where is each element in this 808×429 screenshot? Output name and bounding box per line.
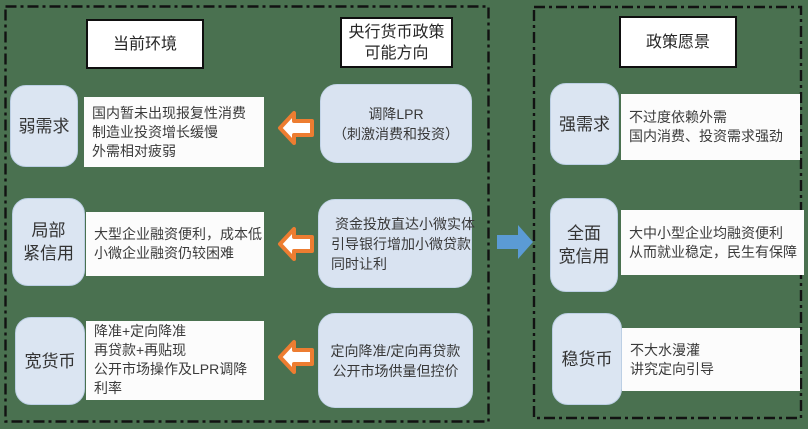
label-stable-money: 稳货币: [552, 313, 622, 405]
policy-vision-header: 政策愿景: [619, 16, 737, 68]
header-text-line: 央行货币政策: [348, 23, 445, 41]
label-strong-demand: 强需求: [550, 83, 619, 165]
label-text: 稳货币: [561, 349, 613, 369]
desc-line: 讲究定向引导: [630, 360, 714, 377]
label-text: 强需求: [559, 114, 610, 134]
desc-line: 国内暂未出现报复性消费: [92, 104, 246, 121]
desc-line: 不大水漫灌: [630, 341, 700, 358]
desc-line: 降准+定向降准: [94, 322, 187, 339]
policy-line: 资金投放直达小微实体: [335, 215, 475, 232]
label-text: 紧信用: [23, 244, 74, 263]
label-text: 全面: [567, 224, 601, 243]
arrow-left-icon: [278, 227, 314, 261]
policy-box-direct-funding: 资金投放直达小微实体 引导银行增加小微贷款 同时让利: [318, 199, 475, 288]
header-text-line: 可能方向: [364, 44, 429, 62]
label-loose-money: 宽货币: [15, 317, 85, 405]
label-broad-credit-easing: 全面 宽信用: [550, 198, 618, 292]
desc-weak-demand: 国内暂未出现报复性消费 制造业投资增长缓慢 外需相对疲弱: [84, 97, 264, 167]
desc-loose-money: 降准+定向降准 再贷款+再贴现 公开市场操作及LPR调降利率: [86, 321, 264, 400]
desc-line: 小微企业融资仍较困难: [94, 245, 234, 261]
desc-line: 大型企业融资便利，成本低: [94, 226, 262, 242]
desc-line: 公开市场操作及LPR调降利率: [94, 360, 248, 396]
left-panel-border: [4, 5, 490, 423]
flow-arrow-right-icon: [497, 225, 533, 259]
policy-box-targeted-tools: 定向降准/定向再贷款 公开市场供量但控价: [318, 313, 473, 408]
policy-line: 引导银行增加小微贷款: [331, 235, 471, 252]
current-environment-header: 当前环境: [86, 19, 204, 69]
arrow-left-icon: [278, 340, 314, 374]
desc-line: 国内消费、投资需求强劲: [629, 128, 783, 144]
desc-broad-credit-easing: 大中小型企业均融资便利 从而就业稳定，民生有保障: [621, 210, 804, 275]
desc-strong-demand: 不过度依赖外需 国内消费、投资需求强劲: [621, 94, 800, 160]
policy-line: 调降LPR: [368, 105, 424, 122]
header-text: 当前环境: [112, 35, 177, 53]
label-text: 局部: [31, 221, 66, 240]
desc-line: 从而就业稳定，民生有保障: [629, 243, 797, 260]
policy-line: （刺激消费和投资）: [333, 125, 459, 142]
policy-line: 同时让利: [331, 255, 387, 272]
arrow-left-icon: [278, 111, 314, 145]
desc-line: 制造业投资增长缓慢: [92, 123, 218, 140]
label-text: 宽货币: [24, 351, 76, 371]
label-weak-demand: 弱需求: [10, 85, 78, 167]
header-text: 政策愿景: [645, 33, 710, 51]
desc-line: 大中小型企业均融资便利: [629, 224, 783, 241]
label-text: 弱需求: [18, 116, 70, 136]
policy-box-lpr-cut: 调降LPR （刺激消费和投资）: [320, 84, 472, 163]
policy-direction-header: 央行货币政策 可能方向: [340, 17, 453, 68]
label-text: 宽信用: [558, 247, 610, 266]
desc-partial-tight-credit: 大型企业融资便利，成本低 小微企业融资仍较困难: [86, 212, 264, 276]
label-partial-tight-credit: 局部 紧信用: [12, 198, 85, 286]
desc-line: 不过度依赖外需: [629, 109, 727, 125]
policy-line: 公开市场供量但控价: [332, 362, 459, 379]
desc-line: 外需相对疲弱: [92, 142, 176, 159]
desc-stable-money: 不大水漫灌 讲究定向引导: [622, 328, 800, 391]
policy-line: 定向降准/定向再贷款: [330, 342, 461, 359]
desc-line: 再贷款+再贴现: [94, 341, 187, 358]
